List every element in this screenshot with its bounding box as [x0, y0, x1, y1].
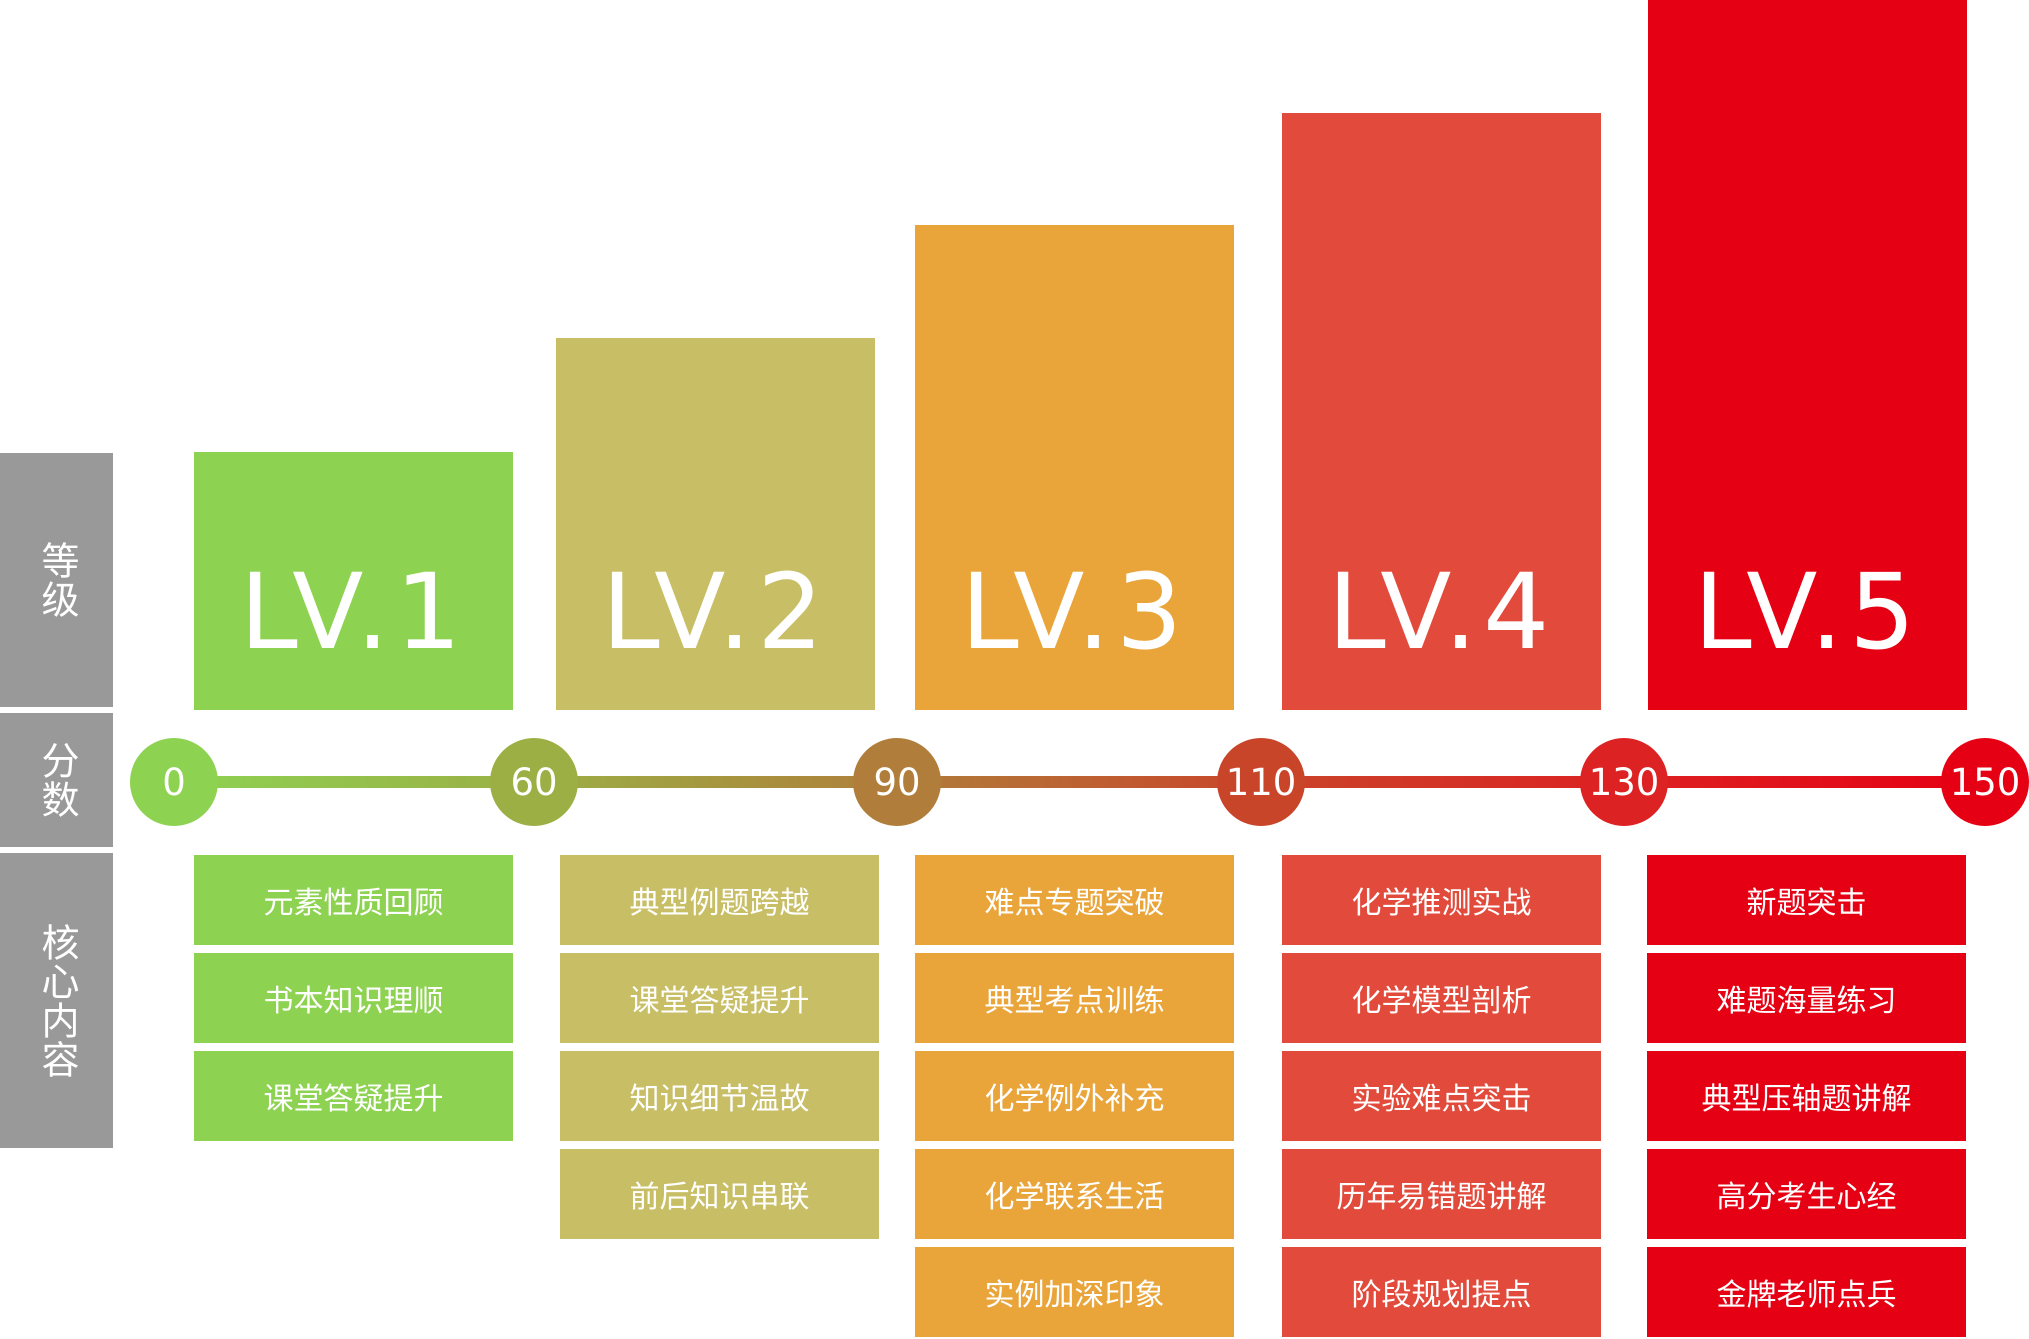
content-item: 前后知识串联 [560, 1149, 879, 1239]
level-bar-1: LV.1 [194, 452, 513, 710]
content-item: 实验难点突击 [1282, 1051, 1601, 1141]
content-item: 化学模型剖析 [1282, 953, 1601, 1043]
axis-segment [1261, 776, 1624, 788]
score-node: 150 [1941, 738, 2029, 826]
axis-segment [1624, 776, 1985, 788]
sidebar-content: 核心内容 [0, 853, 113, 1148]
content-item: 书本知识理顺 [194, 953, 513, 1043]
content-item: 金牌老师点兵 [1647, 1247, 1966, 1337]
level-bar-3: LV.3 [915, 225, 1234, 710]
content-item: 典型例题跨越 [560, 855, 879, 945]
level-label: LV.3 [960, 551, 1189, 673]
level-label: LV.5 [1693, 551, 1922, 673]
content-item: 知识细节温故 [560, 1051, 879, 1141]
axis-segment [534, 776, 897, 788]
level-label: LV.1 [239, 551, 468, 673]
score-node: 60 [490, 738, 578, 826]
content-item: 元素性质回顾 [194, 855, 513, 945]
axis-segment [174, 776, 534, 788]
level-label: LV.4 [1327, 551, 1556, 673]
content-item: 典型考点训练 [915, 953, 1234, 1043]
content-item: 化学推测实战 [1282, 855, 1601, 945]
content-item: 化学例外补充 [915, 1051, 1234, 1141]
content-item: 阶段规划提点 [1282, 1247, 1601, 1337]
score-node: 130 [1580, 738, 1668, 826]
content-item: 历年易错题讲解 [1282, 1149, 1601, 1239]
content-item: 新题突击 [1647, 855, 1966, 945]
axis-segment [897, 776, 1261, 788]
score-node: 90 [853, 738, 941, 826]
level-bar-5: LV.5 [1648, 0, 1967, 710]
level-label: LV.2 [601, 551, 830, 673]
sidebar-score: 分数 [0, 713, 113, 847]
score-node: 0 [130, 738, 218, 826]
level-bar-2: LV.2 [556, 338, 875, 710]
content-item: 高分考生心经 [1647, 1149, 1966, 1239]
content-item: 课堂答疑提升 [560, 953, 879, 1043]
content-item: 课堂答疑提升 [194, 1051, 513, 1141]
content-item: 实例加深印象 [915, 1247, 1234, 1337]
content-item: 难点专题突破 [915, 855, 1234, 945]
sidebar-grade: 等级 [0, 453, 113, 707]
score-node: 110 [1217, 738, 1305, 826]
content-item: 化学联系生活 [915, 1149, 1234, 1239]
level-bar-4: LV.4 [1282, 113, 1601, 710]
content-item: 典型压轴题讲解 [1647, 1051, 1966, 1141]
content-item: 难题海量练习 [1647, 953, 1966, 1043]
